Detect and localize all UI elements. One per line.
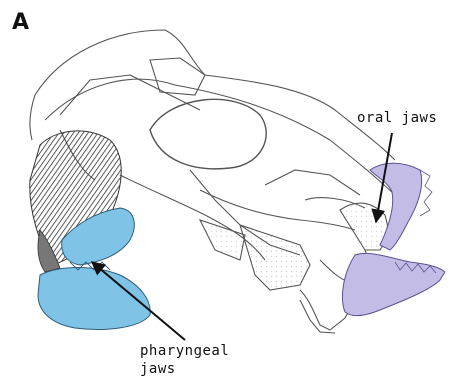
oral-jaws-label: oral jaws: [357, 110, 437, 126]
panel-letter: A: [12, 10, 29, 35]
pharyngeal-jaws-label-line1: pharyngeal: [140, 343, 229, 359]
pharyngeal-jaws-label-line2: jaws: [140, 361, 176, 377]
